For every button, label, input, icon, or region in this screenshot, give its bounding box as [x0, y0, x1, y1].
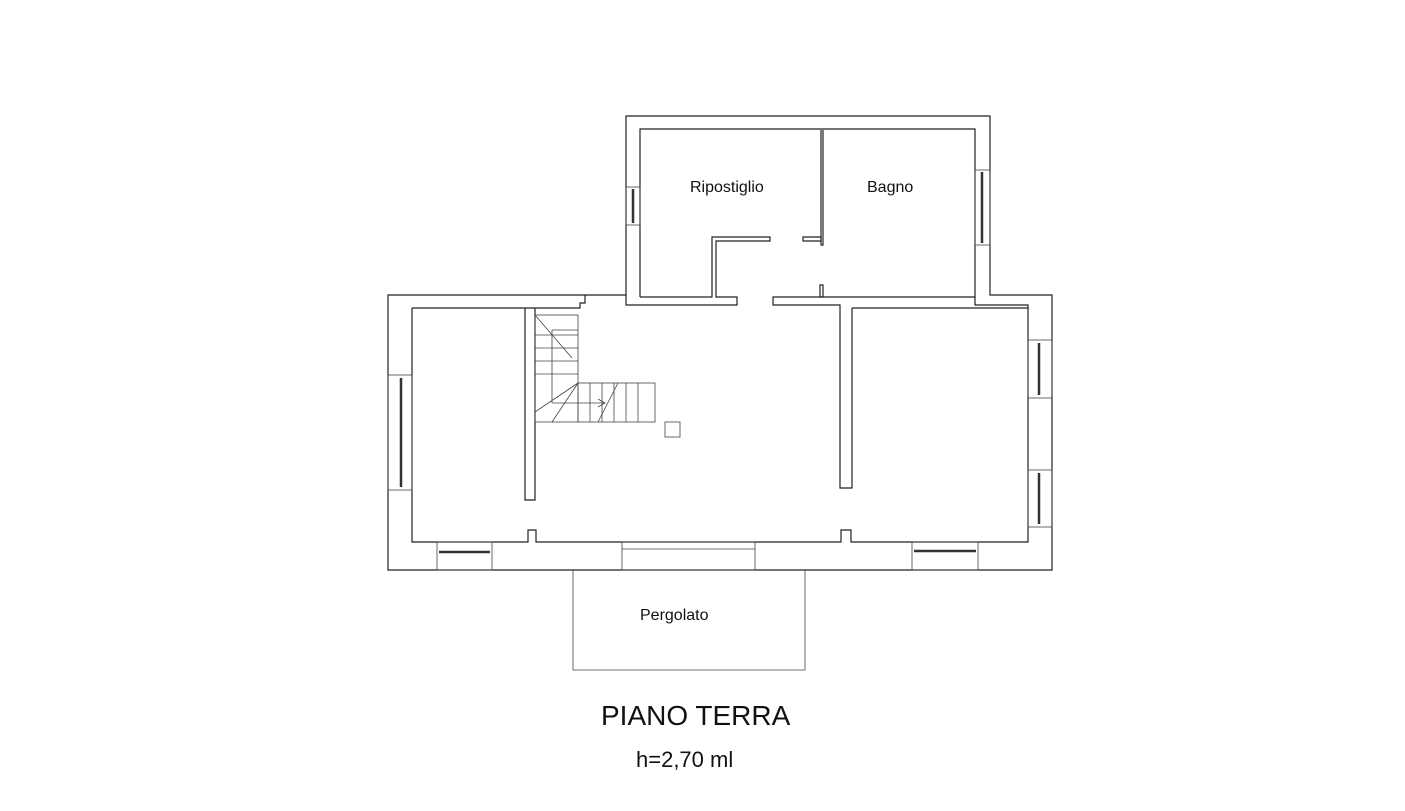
- ceiling-height-note: h=2,70 ml: [636, 747, 734, 772]
- windows: [387, 169, 1053, 571]
- room-label-bagno: Bagno: [867, 179, 914, 196]
- room-label-ripostiglio: Ripostiglio: [690, 179, 764, 196]
- stairs: [534, 314, 681, 438]
- exterior-walls: [387, 115, 1053, 571]
- pergola: [572, 570, 806, 671]
- plan-title: PIANO TERRA: [601, 700, 791, 731]
- room-label-pergolato: Pergolato: [640, 607, 709, 624]
